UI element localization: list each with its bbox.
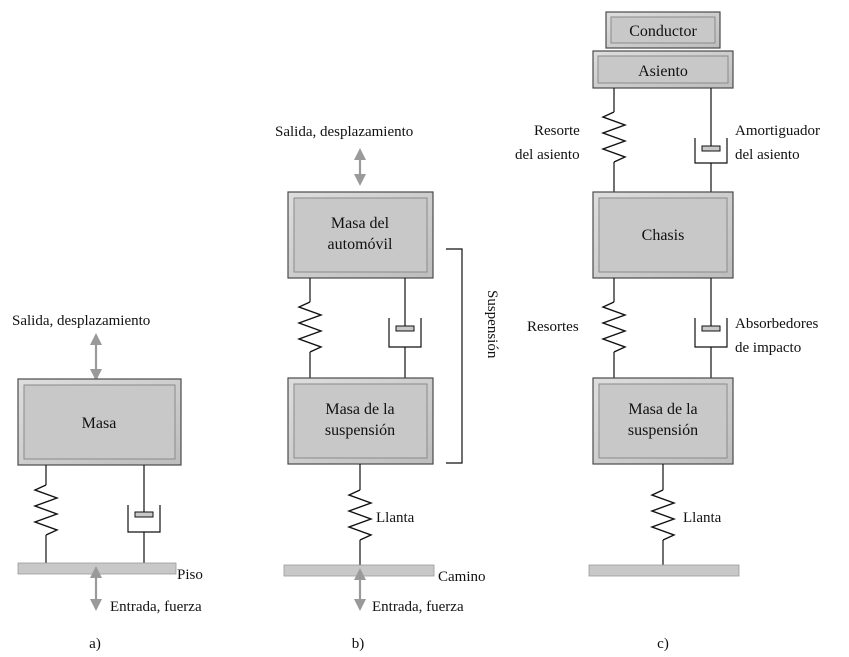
input-label-b: Entrada, fuerza xyxy=(372,599,464,615)
tire-label-b: Llanta xyxy=(376,510,415,526)
diagram-a: Salida, desplazamiento Masa P xyxy=(12,313,203,652)
output-label-a: Salida, desplazamiento xyxy=(12,313,150,329)
driver-box-c: Conductor xyxy=(605,11,721,49)
input-arrow-b xyxy=(354,568,366,611)
car-mass-label-1: Masa del xyxy=(331,215,390,232)
ground-label-a: Piso xyxy=(177,567,203,583)
diagram-b: Salida, desplazamiento Masa del automóvi… xyxy=(275,124,500,652)
mass-label-a: Masa xyxy=(82,415,117,432)
chassis-label: Chasis xyxy=(642,227,685,244)
caption-a: a) xyxy=(89,636,101,652)
suspension-mass-box-b: Masa de la suspensión xyxy=(287,377,434,465)
driver-label: Conductor xyxy=(629,23,697,40)
suspension-spring-c xyxy=(600,278,628,378)
output-arrow-b xyxy=(354,148,366,186)
seat-label: Asiento xyxy=(638,63,688,80)
output-label-b: Salida, desplazamiento xyxy=(275,124,413,140)
input-arrow-a xyxy=(90,566,102,611)
susp-mass-label-2-b: suspensión xyxy=(325,422,395,439)
springs-label: Resortes xyxy=(527,319,579,335)
suspension-damper-b xyxy=(388,278,422,378)
susp-mass-label-2-c: suspensión xyxy=(628,422,698,439)
suspension-bracket-label: Suspensión xyxy=(484,290,500,359)
shocks-label-1: Absorbedores xyxy=(735,316,818,332)
caption-b: b) xyxy=(352,636,365,652)
suspension-mass-box-c: Masa de la suspensión xyxy=(592,377,734,465)
seat-spring-label-1: Resorte xyxy=(534,123,580,139)
suspension-bracket-b xyxy=(446,248,463,464)
seat-damper-c xyxy=(694,88,728,192)
caption-c: c) xyxy=(657,636,669,652)
shock-absorber-c xyxy=(694,278,728,378)
seat-box-c: Asiento xyxy=(592,50,734,89)
diagram-c: Conductor Asiento Resorte del asiento Am… xyxy=(515,11,820,652)
tire-spring-b xyxy=(346,464,374,565)
seat-damper-label-1: Amortiguador xyxy=(735,123,820,139)
susp-mass-label-1-c: Masa de la xyxy=(628,401,697,418)
tire-label-c: Llanta xyxy=(683,510,722,526)
chassis-box-c: Chasis xyxy=(592,191,734,279)
car-mass-box-b: Masa del automóvil xyxy=(287,191,434,279)
car-mass-label-2: automóvil xyxy=(328,236,393,253)
ground-label-b: Camino xyxy=(438,569,486,585)
susp-mass-label-1-b: Masa de la xyxy=(325,401,394,418)
mass-box-a: Masa xyxy=(17,378,182,466)
damper-a xyxy=(127,465,161,563)
ground-c xyxy=(588,564,740,577)
shocks-label-2: de impacto xyxy=(735,340,801,356)
suspension-spring-b xyxy=(296,278,324,378)
spring-a xyxy=(32,465,60,563)
tire-spring-c xyxy=(649,464,677,565)
output-arrow-a xyxy=(90,333,102,381)
seat-spring-label-2: del asiento xyxy=(515,147,580,163)
input-label-a: Entrada, fuerza xyxy=(110,599,202,615)
seat-damper-label-2: del asiento xyxy=(735,147,800,163)
seat-spring-c xyxy=(600,88,628,192)
